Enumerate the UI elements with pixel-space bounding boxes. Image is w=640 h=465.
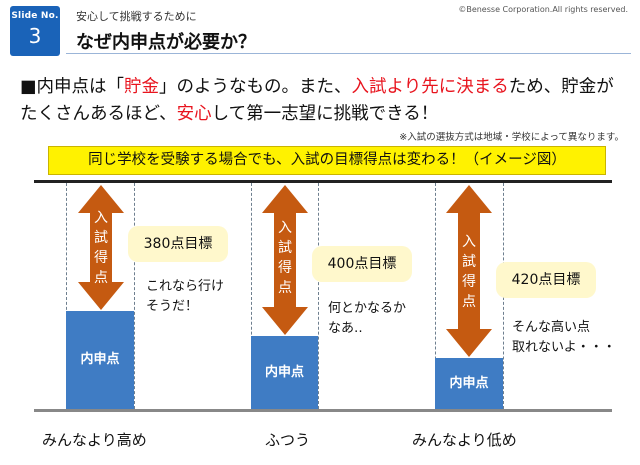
intro-text-4: して第一志望に挑戦できる！ (211, 104, 439, 124)
column-2-naishin-bar: 内申点 (251, 336, 318, 409)
column-2-exam-arrow (262, 185, 308, 335)
column-2-category: ふつう (265, 431, 311, 449)
column-1-category: みんなより高め (42, 431, 147, 449)
column-3-category: みんなより低め (412, 431, 517, 449)
column-2-guide-right (318, 183, 319, 409)
column-2-comment: 何とかなるか なあ‥ (328, 299, 406, 339)
intro-text-3: ため、貯金がたくさんあるほど、 (20, 77, 614, 124)
column-2-target-callout: 400点目標 (312, 246, 412, 282)
slide-subtitle: 安心して挑戦するために (76, 10, 197, 23)
intro-paragraph: ■内申点は「貯金」のようなもの。また、入試より先に決まるため、貯金がたくさんある… (20, 74, 625, 128)
column-1-exam-arrow (78, 185, 124, 310)
column-1-bar-label: 内申点 (80, 352, 120, 367)
column-3-naishin-bar: 内申点 (435, 358, 503, 409)
column-2-guide-left (251, 183, 252, 409)
slide-number-badge: Slide No. 3 (10, 6, 60, 56)
selection-note: ※入試の選抜方式は地域・学校によって異なります。 (399, 132, 624, 143)
column-1-comment: これなら行け そうだ！ (146, 277, 224, 317)
column-3-comment: そんな高い点 取れないよ・・・ (512, 318, 616, 358)
bullet-marker: ■ (20, 77, 37, 97)
column-1-comment-line-2: そうだ！ (146, 299, 199, 314)
baseline (34, 409, 612, 412)
column-1-comment-line-1: これなら行け (146, 279, 225, 294)
copyright-text: ©Benesse Corporation.All rights reserved… (458, 5, 628, 14)
intro-text-1: 内申点は「 (36, 77, 125, 97)
column-2-comment-line-1: 何とかなるか (328, 301, 407, 316)
slide-number: 3 (28, 24, 42, 48)
slide-title: なぜ内申点が必要か？ (76, 32, 256, 53)
target-total-line (34, 180, 612, 183)
column-1-guide-left (66, 183, 67, 409)
title-divider (66, 53, 631, 54)
intro-highlight-relief: 安心 (176, 104, 212, 124)
image-banner: 同じ学校を受験する場合でも、入試の目標得点は変わる！（イメージ図） (48, 146, 606, 175)
column-1-naishin-bar: 内申点 (66, 311, 134, 409)
intro-text-2: 」のようなもの。また、 (159, 77, 352, 97)
column-3-exam-arrow (446, 185, 492, 357)
column-1-target-callout: 380点目標 (128, 226, 228, 262)
intro-highlight-decided-first: 入試より先に決まる (351, 77, 509, 97)
column-2-arrow-label: 入試得点 (278, 220, 292, 296)
column-3-guide-left (435, 183, 436, 409)
column-3-comment-line-1: そんな高い点 (512, 320, 591, 335)
column-1-guide-right (134, 183, 135, 409)
column-3-arrow-label: 入試得点 (462, 234, 476, 310)
slide-label: Slide No. (11, 11, 59, 21)
column-3-target-callout: 420点目標 (496, 262, 596, 298)
column-3-comment-line-2: 取れないよ・・・ (512, 340, 616, 355)
intro-highlight-savings: 貯金 (124, 77, 160, 97)
column-3-bar-label: 内申点 (449, 376, 489, 391)
column-2-bar-label: 内申点 (264, 365, 304, 380)
column-2-comment-line-2: なあ‥ (328, 321, 363, 336)
column-1-arrow-label: 入試得点 (94, 210, 108, 286)
